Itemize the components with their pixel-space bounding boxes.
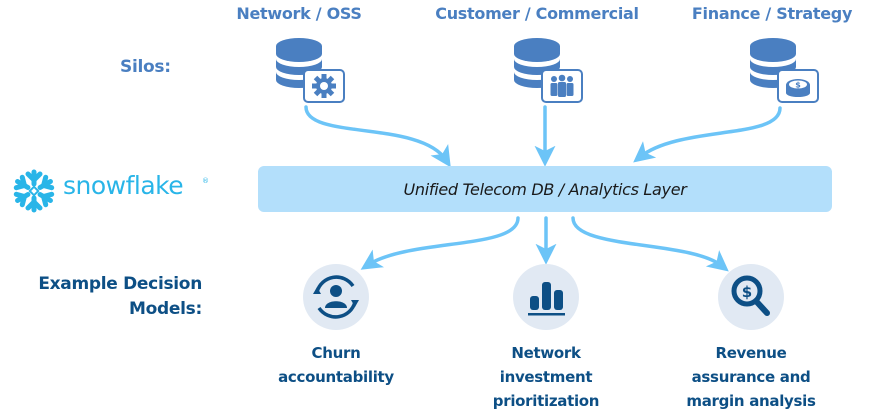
decision-models-label-line2: Models: xyxy=(129,299,202,319)
snowflake-wordmark: snowflake xyxy=(63,171,184,200)
silo-finance: $ xyxy=(750,38,819,103)
coins-dollar-icon: $ xyxy=(786,79,810,97)
snowflake-logo-icon xyxy=(10,169,58,215)
unified-analytics-layer: Unified Telecom DB / Analytics Layer xyxy=(258,166,832,212)
churn-label-line2: accountability xyxy=(278,368,394,386)
churn-model-label: Churn accountability xyxy=(278,341,394,389)
registered-mark: ® xyxy=(202,177,209,185)
decision-models-label: Example Decision Models: xyxy=(38,272,202,322)
customer-cycle-icon xyxy=(313,275,359,319)
dollar-magnifier-icon: $ xyxy=(731,275,770,316)
churn-model-circle xyxy=(303,264,369,330)
revenue-model-label: Revenue assurance and margin analysis xyxy=(686,341,816,413)
decision-models-label-line1: Example Decision xyxy=(38,274,202,294)
silo-network xyxy=(276,38,345,103)
silo-title-finance: Finance / Strategy xyxy=(691,4,853,23)
revenue-label-line1: Revenue xyxy=(715,344,787,362)
unified-layer-label: Unified Telecom DB / Analytics Layer xyxy=(403,179,687,199)
arrow-layer-to-churn xyxy=(360,216,520,270)
network-label-line1: Network xyxy=(511,344,581,362)
silo-title-network: Network / OSS xyxy=(236,4,362,23)
arrow-layer-to-revenue xyxy=(571,216,729,272)
churn-label-line1: Churn xyxy=(311,344,361,362)
svg-text:$: $ xyxy=(742,283,752,301)
network-model-circle xyxy=(513,264,579,330)
network-label-line2: investment xyxy=(499,368,593,386)
svg-text:$: $ xyxy=(795,81,801,90)
silos-label: Silos: xyxy=(120,57,171,77)
network-label-line3: prioritization xyxy=(492,392,600,410)
network-model-label: Network investment prioritization xyxy=(492,341,600,413)
bar-chart-icon xyxy=(528,282,565,316)
arrow-network-to-layer xyxy=(304,105,451,168)
silo-title-customer: Customer / Commercial xyxy=(435,4,639,23)
gear-icon xyxy=(312,74,336,98)
people-icon xyxy=(550,74,574,97)
revenue-label-line3: margin analysis xyxy=(686,392,816,410)
silo-customer xyxy=(514,38,583,103)
arrow-finance-to-layer xyxy=(633,106,782,163)
revenue-label-line2: assurance and xyxy=(691,368,811,386)
revenue-model-circle: $ xyxy=(718,264,784,330)
